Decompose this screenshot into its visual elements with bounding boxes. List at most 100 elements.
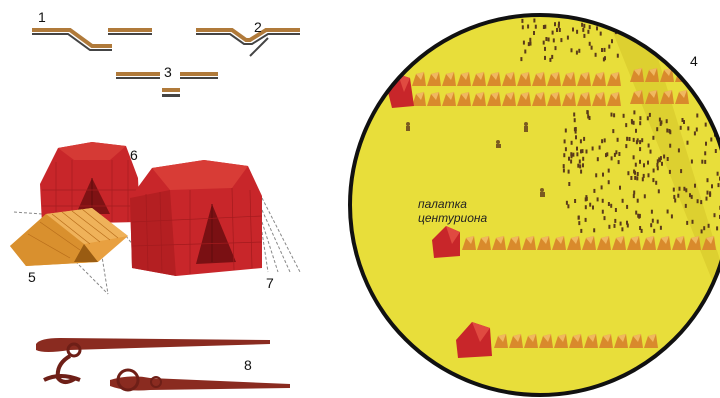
soldier-figure	[679, 187, 681, 191]
soldier-figure	[687, 126, 689, 130]
soldier-figure	[533, 31, 535, 35]
soldier-figure	[633, 170, 635, 174]
soldier-figure	[583, 34, 585, 38]
soldier-figure	[579, 160, 581, 164]
soldier-figure	[652, 178, 654, 182]
soldier-figure	[580, 170, 582, 174]
soldier-figure	[707, 191, 709, 195]
soldier-figure	[626, 221, 628, 225]
soldier-figure	[567, 204, 569, 208]
soldier-figure	[543, 41, 545, 45]
soldier-figure	[626, 205, 628, 209]
soldier-figure	[533, 19, 535, 23]
soldier-figure	[685, 204, 687, 208]
soldier-figure	[652, 136, 654, 140]
soldier-figure	[563, 164, 565, 168]
soldier-figure	[653, 229, 655, 233]
soldier-figure	[639, 147, 641, 151]
soldier-figure	[660, 226, 662, 230]
soldier-figure	[705, 142, 707, 146]
soldier-figure	[615, 18, 617, 22]
soldier-figure	[552, 31, 554, 35]
soldier-figure	[614, 219, 616, 223]
soldier-figure	[634, 176, 636, 180]
soldier-figure	[613, 113, 615, 117]
soldier-figure	[571, 141, 573, 145]
label-3: 3	[164, 64, 172, 80]
soldier-figure	[572, 28, 574, 32]
soldier-figure	[567, 36, 569, 40]
soldier-figure	[608, 45, 610, 49]
soldier-figure	[581, 23, 583, 27]
soldier-figure	[694, 184, 696, 188]
tent-pegs	[36, 338, 290, 391]
soldier-figure	[633, 155, 635, 159]
soldier-figure	[600, 32, 602, 36]
soldier-figure	[602, 210, 604, 214]
soldier-figure	[608, 169, 610, 173]
soldier-figure	[576, 51, 578, 55]
soldier-figure	[714, 213, 716, 217]
soldier-figure	[680, 126, 682, 130]
soldier-figure	[650, 223, 652, 227]
soldier-figure	[568, 170, 570, 174]
soldier-figure	[566, 201, 568, 205]
soldier-figure	[691, 160, 693, 164]
soldier-figure	[596, 26, 598, 30]
soldier-figure	[520, 57, 522, 61]
soldier-figure	[671, 214, 673, 218]
soldier-figure	[701, 229, 703, 233]
soldier-figure	[554, 22, 556, 26]
soldier-figure	[673, 195, 675, 199]
soldier-figure	[666, 129, 668, 133]
soldier-figure	[666, 119, 668, 123]
soldier-figure	[551, 55, 553, 59]
soldier-figure	[660, 122, 662, 126]
soldier-figure	[636, 140, 638, 144]
soldier-figure	[608, 202, 610, 206]
soldier-figure	[585, 205, 587, 209]
soldier-figure	[635, 163, 637, 167]
soldier-figure	[560, 38, 562, 42]
soldier-figure	[570, 160, 572, 164]
soldier-figure	[673, 188, 675, 192]
soldier-figure	[604, 216, 606, 220]
soldier-figure	[703, 226, 705, 230]
soldier-figure	[644, 194, 646, 198]
soldier-figure	[655, 181, 657, 185]
soldier-figure	[601, 185, 603, 189]
soldier-figure	[639, 140, 641, 144]
soldier-figure	[558, 24, 560, 28]
tent-row-bottom	[494, 334, 658, 348]
soldier-figure	[643, 174, 645, 178]
soldier-figure	[694, 131, 696, 135]
soldier-figure	[667, 210, 669, 214]
soldier-figure	[591, 46, 593, 50]
soldier-figure	[669, 144, 671, 148]
soldier-figure	[631, 120, 633, 124]
soldier-figure	[711, 184, 713, 188]
soldier-figure	[585, 218, 587, 222]
soldier-figure	[610, 204, 612, 208]
soldier-figure	[625, 144, 627, 148]
soldier-figure	[637, 172, 639, 176]
soldier-figure	[715, 149, 717, 153]
soldier-figure	[548, 38, 550, 42]
label-2: 2	[254, 19, 262, 35]
soldier-figure	[620, 222, 622, 226]
soldier-figure	[578, 49, 580, 53]
soldier-figure	[563, 153, 565, 157]
soldier-figure	[657, 220, 659, 224]
soldier-figure	[611, 113, 613, 117]
soldier-figure	[578, 221, 580, 225]
soldier-figure	[582, 163, 584, 167]
soldier-figure	[544, 47, 546, 51]
soldier-figure	[611, 156, 613, 160]
soldier-figure	[636, 176, 638, 180]
label-7: 7	[266, 275, 274, 291]
soldier-figure	[674, 199, 676, 203]
soldier-figure	[625, 123, 627, 127]
soldier-figure	[604, 138, 606, 142]
soldier-figure	[601, 48, 603, 52]
